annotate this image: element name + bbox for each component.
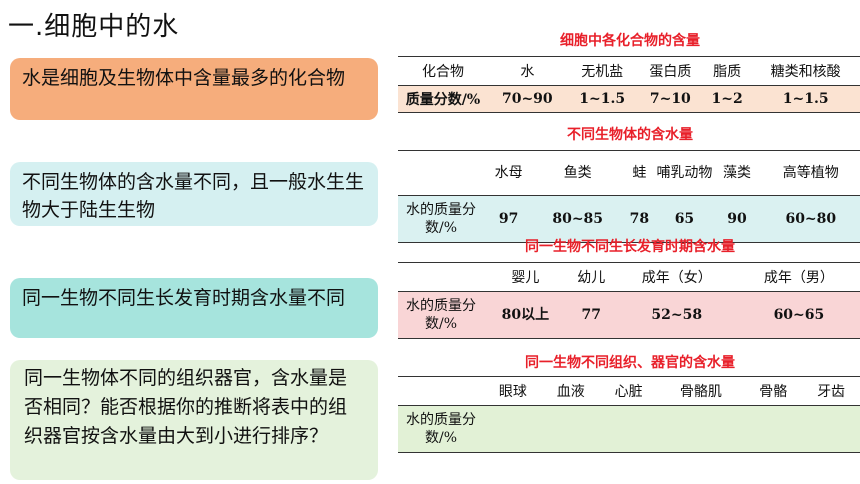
table-header-cell: 水 bbox=[488, 56, 567, 86]
table-cell bbox=[541, 405, 600, 453]
page-title: 一.细胞中的水 bbox=[8, 12, 180, 42]
table-row: 质量分数/% 70~90 1~1.5 7~10 1~2 1~1.5 bbox=[398, 85, 860, 113]
table-header-cell: 骨骼 bbox=[744, 376, 803, 406]
table-cell bbox=[802, 405, 860, 453]
table-cell bbox=[744, 405, 803, 453]
note-box-3: 同一生物不同生长发育时期含水量不同 bbox=[10, 278, 378, 338]
table-header-cell: 无机盐 bbox=[566, 56, 638, 86]
table-header-cell: 婴儿 bbox=[484, 262, 567, 292]
table-header-cell: 脂质 bbox=[702, 56, 752, 86]
table-header-cell: 鱼类 bbox=[533, 150, 623, 196]
table-cell: 97 bbox=[484, 195, 534, 243]
question-box: 同一生物体不同的组织器官，含水量是否相同？能否根据你的推断将表中的组织器官按含水… bbox=[10, 360, 378, 480]
table-cell: 水的质量分数/% bbox=[398, 291, 484, 339]
table-cell: 60~80 bbox=[761, 195, 860, 243]
table-cell: 60~65 bbox=[737, 291, 860, 339]
organ-water-table: 眼球 血液 心脏 骨骼肌 骨骼 牙齿 水的质量分数/% bbox=[398, 376, 860, 453]
table-header-row: 眼球 血液 心脏 骨骼肌 骨骼 牙齿 bbox=[398, 376, 860, 406]
organism-water-table: 水母 鱼类 蛙 哺乳动物 藻类 高等植物 水的质量分数/% 97 80~85 7… bbox=[398, 150, 860, 243]
table-header-cell: 眼球 bbox=[484, 376, 542, 406]
table-cell: 1~1.5 bbox=[566, 85, 638, 113]
table-cell: 质量分数/% bbox=[398, 85, 488, 113]
table-header-cell: 幼儿 bbox=[566, 262, 616, 292]
table-header-row: 化合物 水 无机盐 蛋白质 脂质 糖类和核酸 bbox=[398, 56, 860, 86]
table-header-cell: 心脏 bbox=[599, 376, 658, 406]
table-cell: 80以上 bbox=[484, 291, 567, 339]
table-header-cell bbox=[398, 262, 484, 292]
table-cell bbox=[484, 405, 542, 453]
table-row: 水的质量分数/% 97 80~85 78 65 90 60~80 bbox=[398, 195, 860, 243]
table-row: 水的质量分数/% 80以上 77 52~58 60~65 bbox=[398, 291, 860, 339]
table-cell: 70~90 bbox=[488, 85, 567, 113]
table-header-cell bbox=[398, 376, 484, 406]
table-cell: 7~10 bbox=[637, 85, 703, 113]
table-header-row: 婴儿 幼儿 成年（女） 成年（男） bbox=[398, 262, 860, 292]
table-header-cell: 血液 bbox=[541, 376, 600, 406]
table3-caption: 同一生物不同生长发育时期含水量 bbox=[525, 239, 735, 255]
table-header-cell bbox=[398, 150, 484, 196]
table-header-cell: 成年（女） bbox=[615, 262, 738, 292]
compound-content-table: 化合物 水 无机盐 蛋白质 脂质 糖类和核酸 质量分数/% 70~90 1~1.… bbox=[398, 56, 860, 113]
table4-caption: 同一生物不同组织、器官的含水量 bbox=[525, 355, 735, 371]
growth-stage-water-table: 婴儿 幼儿 成年（女） 成年（男） 水的质量分数/% 80以上 77 52~58… bbox=[398, 262, 860, 339]
table-header-cell: 化合物 bbox=[398, 56, 488, 86]
table-row: 水的质量分数/% bbox=[398, 405, 860, 453]
table-header-cell: 蛋白质 bbox=[637, 56, 703, 86]
table-header-cell: 成年（男） bbox=[737, 262, 860, 292]
table-header-cell: 蛙 bbox=[622, 150, 657, 196]
table-cell: 77 bbox=[566, 291, 616, 339]
table-cell: 1~1.5 bbox=[751, 85, 860, 113]
table-cell: 1~2 bbox=[702, 85, 752, 113]
table-cell bbox=[657, 405, 745, 453]
table-header-cell: 水母 bbox=[484, 150, 534, 196]
table-cell: 52~58 bbox=[615, 291, 738, 339]
table-cell: 水的质量分数/% bbox=[398, 195, 484, 243]
table-header-row: 水母 鱼类 蛙 哺乳动物 藻类 高等植物 bbox=[398, 150, 860, 196]
table1-caption: 细胞中各化合物的含量 bbox=[560, 33, 700, 49]
table-header-cell: 藻类 bbox=[712, 150, 762, 196]
table-header-cell: 牙齿 bbox=[802, 376, 860, 406]
note-box-1: 水是细胞及生物体中含量最多的化合物 bbox=[10, 58, 378, 120]
table-header-cell: 高等植物 bbox=[761, 150, 860, 196]
table2-caption: 不同生物体的含水量 bbox=[567, 127, 693, 143]
table-header-cell: 哺乳动物 bbox=[656, 150, 713, 196]
table-cell bbox=[599, 405, 658, 453]
table-header-cell: 糖类和核酸 bbox=[751, 56, 860, 86]
table-cell: 65 bbox=[656, 195, 713, 243]
table-cell: 90 bbox=[712, 195, 762, 243]
table-header-cell: 骨骼肌 bbox=[657, 376, 745, 406]
table-cell: 78 bbox=[622, 195, 657, 243]
note-box-2: 不同生物体的含水量不同，且一般水生生物大于陆生生物 bbox=[10, 162, 378, 226]
table-cell: 80~85 bbox=[533, 195, 623, 243]
table-cell: 水的质量分数/% bbox=[398, 405, 484, 453]
